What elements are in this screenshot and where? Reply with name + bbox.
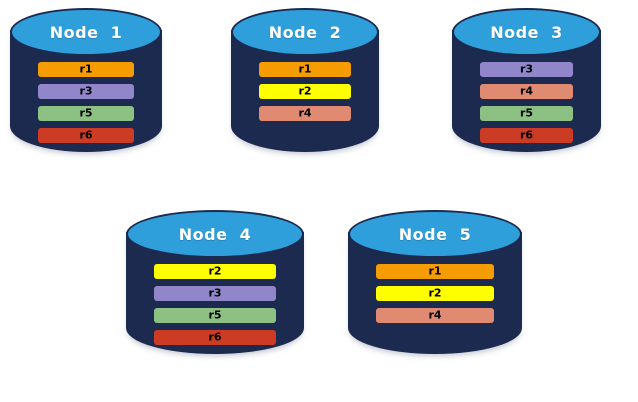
database-node-2[interactable]: Node 2 r1 r2 r4 [231,8,379,178]
replica-label: r4 [428,308,442,322]
cylinder-top-ellipse [231,8,379,56]
replica-label: r2 [208,264,222,278]
database-node-1[interactable]: Node 1 r1 r3 r5 r6 [10,8,162,178]
replica-bar[interactable]: r3 [38,84,134,99]
replica-label: r3 [79,84,93,98]
replica-label: r1 [79,62,93,76]
replica-label: r1 [428,264,442,278]
replica-bar[interactable]: r5 [480,106,573,121]
node-label: Node 5 [398,224,472,244]
database-node-4[interactable]: Node 4 r2 r3 r5 r6 [126,210,304,380]
replica-bar[interactable]: r5 [38,106,134,121]
replica-bar[interactable]: r2 [259,84,351,99]
replica-label: r3 [208,286,222,300]
replica-bar[interactable]: r4 [480,84,573,99]
cylinder-top-ellipse [348,210,522,258]
replica-stack: r1 r2 r4 [231,56,379,128]
replica-stack: r3 r4 r5 r6 [452,56,601,150]
node-label: Node 2 [268,22,342,42]
cylinder-top-ellipse [452,8,601,56]
replica-label: r6 [519,128,534,142]
replica-label: r2 [298,84,312,98]
replica-bar[interactable]: r1 [259,62,351,77]
replica-label: r4 [298,106,312,120]
replica-label: r5 [208,308,222,322]
cylinder-top-ellipse [10,8,162,56]
replica-bar[interactable]: r3 [154,286,276,301]
replica-bar[interactable]: r4 [259,106,351,121]
replica-bar[interactable]: r1 [376,264,494,279]
node-label: Node 4 [178,224,252,244]
replica-bar[interactable]: r4 [376,308,494,323]
replica-bar[interactable]: r2 [154,264,276,279]
replica-label: r4 [519,84,534,98]
replica-bar[interactable]: r2 [376,286,494,301]
replica-bar[interactable]: r6 [480,128,573,143]
replica-bar[interactable]: r6 [154,330,276,345]
replica-label: r6 [79,128,93,142]
replica-label: r5 [79,106,93,120]
database-node-3[interactable]: Node 3 r3 r4 r5 r6 [452,8,601,178]
replica-label: r6 [208,330,222,344]
replica-bar[interactable]: r3 [480,62,573,77]
replica-bar[interactable]: r1 [38,62,134,77]
replica-stack: r2 r3 r5 r6 [126,258,304,352]
replica-stack: r1 r2 r4 [348,258,522,330]
replica-bar[interactable]: r5 [154,308,276,323]
node-label: Node 1 [49,22,123,42]
replica-stack: r1 r3 r5 r6 [10,56,162,150]
node-label: Node 3 [490,22,563,42]
replica-bar[interactable]: r6 [38,128,134,143]
replica-label: r3 [519,62,534,76]
replica-label: r5 [519,106,534,120]
replica-label: r2 [428,286,442,300]
cylinder-top-ellipse [126,210,304,258]
database-node-5[interactable]: Node 5 r1 r2 r4 [348,210,522,380]
replica-label: r1 [298,62,312,76]
